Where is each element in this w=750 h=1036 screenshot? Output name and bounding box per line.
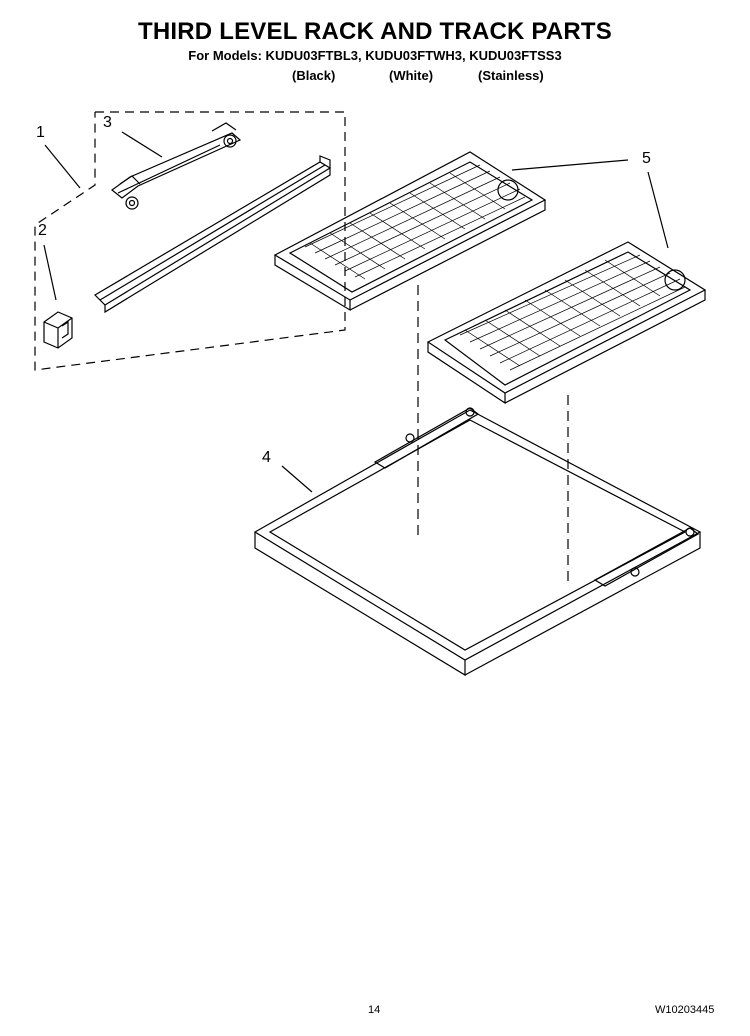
callout-5: 5 [642, 150, 651, 167]
page-title: THIRD LEVEL RACK AND TRACK PARTS [138, 18, 612, 45]
callout-1: 1 [36, 124, 45, 141]
lower-rack-part [426, 241, 707, 405]
leader-lines [43, 131, 669, 493]
callout-3: 3 [103, 114, 112, 131]
color-label-stainless: (Stainless) [478, 68, 544, 83]
color-label-white: (White) [389, 68, 434, 83]
alignment-lines [417, 285, 569, 585]
wheel-bracket-part [111, 122, 242, 210]
end-clip-part [43, 311, 73, 349]
rack-frame-part [253, 407, 702, 677]
color-label-black: (Black) [292, 68, 336, 83]
parts-group-outline [34, 111, 346, 371]
track-rail-part [94, 155, 332, 314]
document-number: W10203445 [655, 1004, 715, 1016]
page-number: 14 [368, 1004, 381, 1016]
model-list: For Models: KUDU03FTBL3, KUDU03FTWH3, KU… [188, 48, 562, 63]
callout-4: 4 [262, 449, 271, 466]
upper-rack-part [273, 151, 547, 312]
callout-2: 2 [38, 222, 47, 239]
